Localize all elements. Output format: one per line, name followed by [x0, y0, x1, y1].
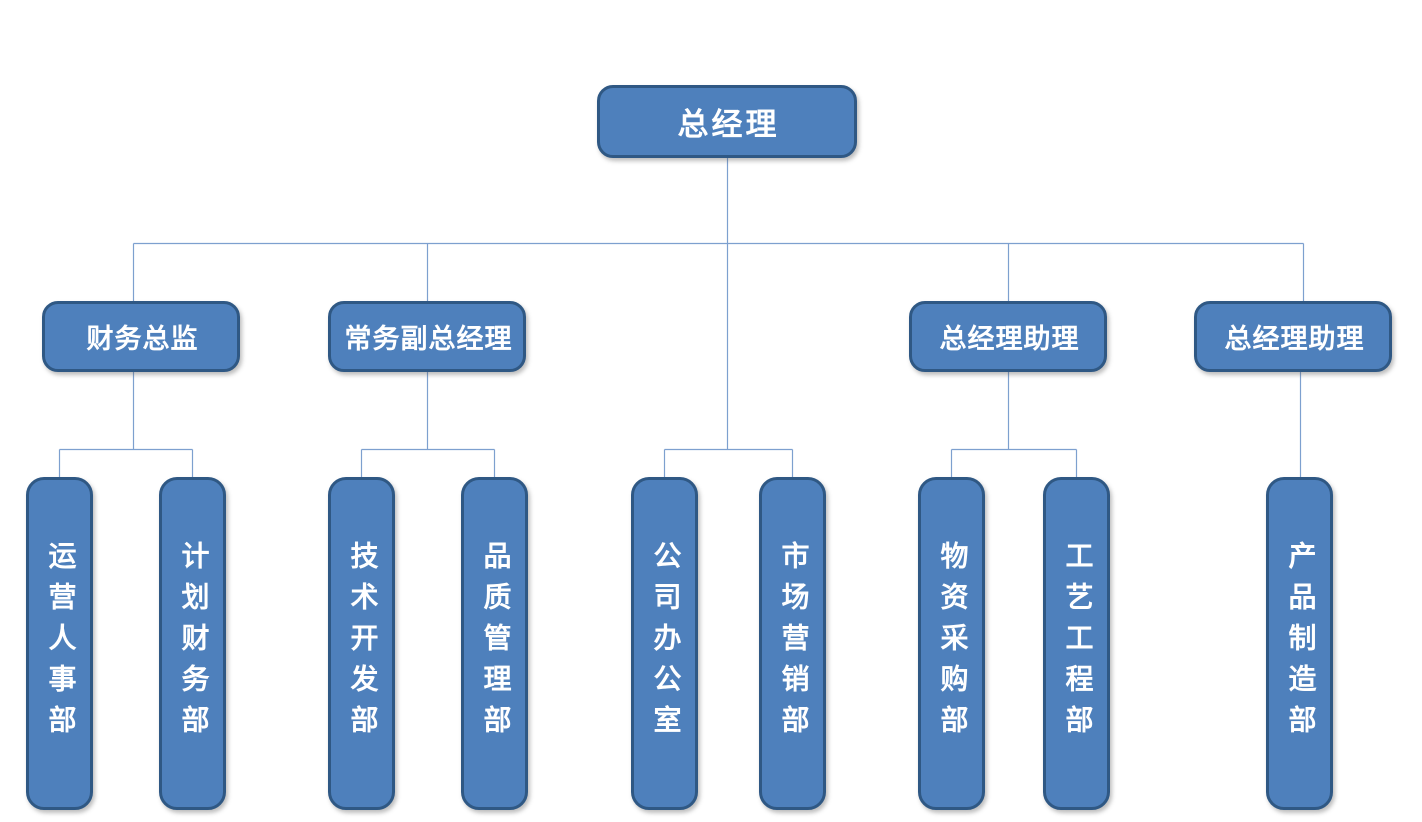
- org-node-deputy-general-manager[interactable]: 常务副总经理: [328, 301, 526, 372]
- org-node-dept-operations-hr[interactable]: 运营人事部: [26, 477, 93, 810]
- org-node-dept-planning-finance[interactable]: 计划财务部: [159, 477, 226, 810]
- org-node-label: 产品制造部: [1284, 541, 1316, 746]
- org-node-label: 市场营销部: [777, 541, 809, 746]
- org-node-general-manager[interactable]: 总经理: [597, 85, 857, 158]
- org-node-label: 品质管理部: [479, 541, 511, 746]
- org-node-label: 财务总监: [86, 324, 199, 354]
- org-node-finance-director[interactable]: 财务总监: [42, 301, 240, 372]
- org-node-dept-company-office[interactable]: 公司办公室: [631, 477, 698, 810]
- org-node-label: 计划财务部: [177, 541, 209, 746]
- org-node-dept-quality-management[interactable]: 品质管理部: [461, 477, 528, 810]
- org-node-dept-material-procurement[interactable]: 物资采购部: [918, 477, 985, 810]
- org-node-label: 物资采购部: [936, 541, 968, 746]
- org-node-dept-process-engineering[interactable]: 工艺工程部: [1043, 477, 1110, 810]
- org-node-gm-assistant-1[interactable]: 总经理助理: [909, 301, 1107, 372]
- org-node-dept-tech-development[interactable]: 技术开发部: [328, 477, 395, 810]
- org-node-dept-product-manufacturing[interactable]: 产品制造部: [1266, 477, 1333, 810]
- org-node-label: 工艺工程部: [1061, 541, 1093, 746]
- org-node-label: 总经理助理: [939, 324, 1080, 354]
- org-node-label: 公司办公室: [649, 541, 681, 746]
- org-node-dept-marketing[interactable]: 市场营销部: [759, 477, 826, 810]
- org-node-label: 总经理: [677, 107, 780, 142]
- org-node-label: 常务副总经理: [344, 324, 513, 354]
- org-node-label: 总经理助理: [1224, 324, 1365, 354]
- org-node-label: 技术开发部: [346, 541, 378, 746]
- org-node-gm-assistant-2[interactable]: 总经理助理: [1194, 301, 1392, 372]
- org-node-label: 运营人事部: [44, 541, 76, 746]
